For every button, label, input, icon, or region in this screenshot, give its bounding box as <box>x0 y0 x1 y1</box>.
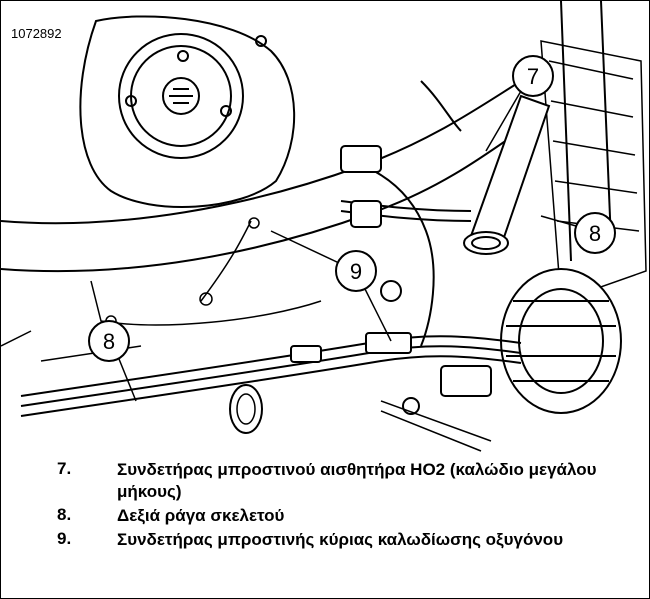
callout-7-label: 7 <box>527 64 539 89</box>
side-plate <box>540 40 647 303</box>
legend-text: Συνδετήρας μπροστινής κύριας καλωδίωσης … <box>117 530 564 549</box>
derby-cover <box>79 15 296 209</box>
legend-item-7: 7. Συνδετήρας μπροστινού αισθητήρα HO2 (… <box>1 459 649 503</box>
legend-number: 9. <box>57 529 72 548</box>
frame-rails <box>1 1 612 273</box>
legend-text: Δεξιά ράγα σκελετού <box>117 506 285 525</box>
callout-8-right-label: 8 <box>589 221 601 246</box>
legend-number: 7. <box>57 459 72 478</box>
legend-number: 8. <box>57 505 72 524</box>
voltage-regulator <box>500 268 622 414</box>
wiring-harness <box>20 80 522 417</box>
figure-id: 1072892 <box>9 26 64 41</box>
legend-item-9: 9. Συνδετήρας μπροστινής κύριας καλωδίωσ… <box>1 529 649 551</box>
callout-9 <box>335 250 377 292</box>
engine-illustration: 7 8 9 8 <box>1 1 647 452</box>
legend-text: Συνδετήρας μπροστινού αισθητήρα HO2 (καλ… <box>117 460 597 501</box>
crankcase <box>1 217 492 452</box>
callout-9-label: 9 <box>350 259 362 284</box>
legend: 7. Συνδετήρας μπροστινού αισθητήρα HO2 (… <box>1 459 649 553</box>
callout-8-left-label: 8 <box>103 329 115 354</box>
callout-8-right <box>574 212 616 254</box>
o2-sensor-tube <box>463 94 551 255</box>
legend-item-8: 8. Δεξιά ράγα σκελετού <box>1 505 649 527</box>
callout-7 <box>512 55 554 97</box>
connectors <box>290 145 492 415</box>
callout-8-left <box>88 320 130 362</box>
